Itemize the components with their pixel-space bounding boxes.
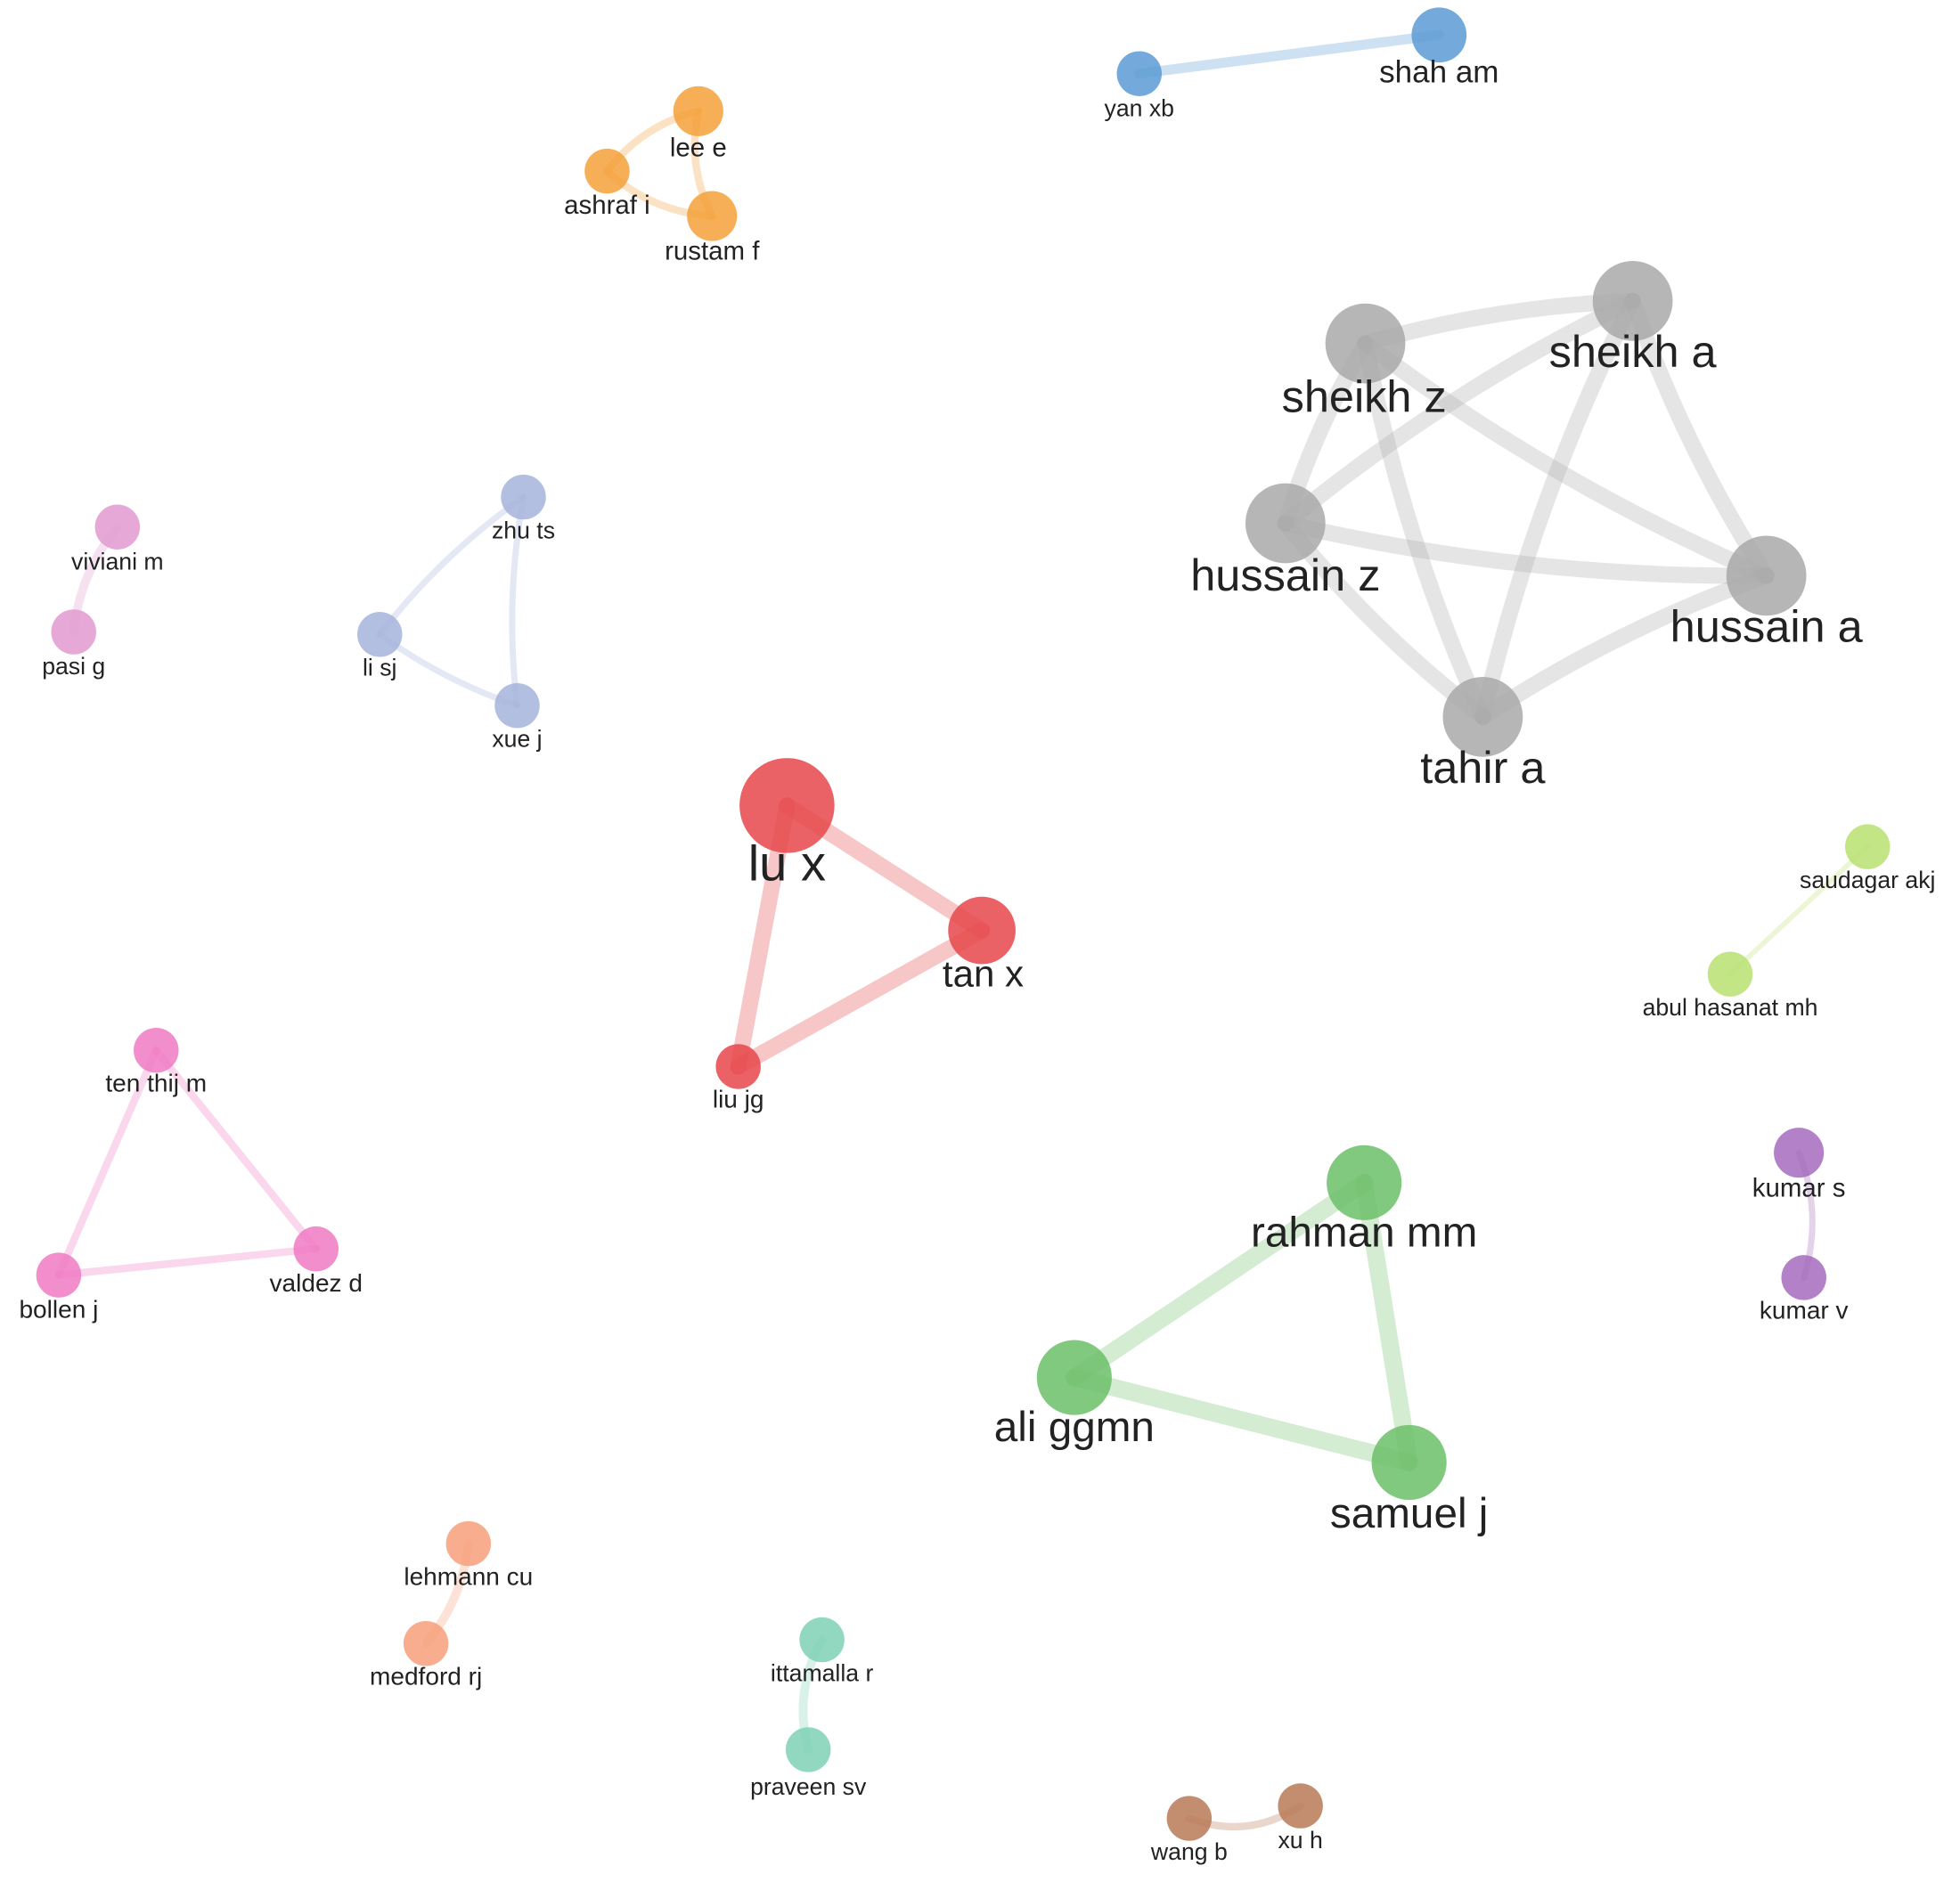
node-label-ittamalla-r: ittamalla r xyxy=(771,1659,874,1686)
edge-ali_ggmn-samuel_j xyxy=(1066,1368,1418,1471)
node-praveen-sv[interactable] xyxy=(785,1727,831,1772)
node-ten-thij-m[interactable] xyxy=(134,1027,179,1073)
node-label-wang-b: wang b xyxy=(1150,1838,1228,1865)
node-tan-x[interactable] xyxy=(948,896,1016,965)
node-saudagar-akj[interactable] xyxy=(1845,824,1891,869)
edge-ten_thij_m-bollen_j xyxy=(54,1047,160,1279)
node-liu-jg[interactable] xyxy=(715,1044,761,1089)
edge-tan_x-liu_jg xyxy=(730,922,991,1075)
node-label-xu-h: xu h xyxy=(1278,1827,1322,1853)
node-label-liu-jg: liu jg xyxy=(713,1086,764,1113)
node-label-shah-am: shah am xyxy=(1379,55,1499,90)
node-pasi-g[interactable] xyxy=(51,609,96,655)
node-label-abul-hasanat-mh: abul hasanat mh xyxy=(1643,994,1818,1021)
node-zhu-ts[interactable] xyxy=(501,474,546,520)
node-label-ashraf-i: ashraf i xyxy=(564,191,650,220)
node-bollen-j[interactable] xyxy=(36,1252,82,1298)
node-label-hussain-a: hussain a xyxy=(1670,601,1864,652)
node-label-tan-x: tan x xyxy=(943,953,1024,995)
node-label-sheikh-z: sheikh z xyxy=(1282,371,1447,422)
node-yan-xb[interactable] xyxy=(1116,51,1163,96)
edge-ten_thij_m-valdez_d xyxy=(152,1047,320,1253)
edge-sheikh_a-hussain_a xyxy=(1624,292,1775,584)
edge-hussain_a-tahir_a xyxy=(1474,567,1775,725)
node-label-rustam-f: rustam f xyxy=(665,237,760,266)
node-label-hussain-z: hussain z xyxy=(1190,550,1380,600)
node-label-kumar-s: kumar s xyxy=(1752,1173,1846,1202)
node-ittamalla-r[interactable] xyxy=(799,1617,845,1663)
node-medford-rj[interactable] xyxy=(403,1621,449,1666)
node-label-viviani-m: viviani m xyxy=(71,548,164,574)
node-label-ali-ggmn: ali ggmn xyxy=(994,1404,1155,1451)
node-ashraf-i[interactable] xyxy=(584,148,630,194)
node-li-sj[interactable] xyxy=(357,612,403,657)
node-label-zhu-ts: zhu ts xyxy=(492,517,555,543)
edge-rahman_mm-ali_ggmn xyxy=(1066,1174,1373,1387)
node-kumar-v[interactable] xyxy=(1781,1255,1826,1300)
node-sheikh-a[interactable] xyxy=(1592,261,1673,341)
node-shah-am[interactable] xyxy=(1411,7,1467,63)
node-rustam-f[interactable] xyxy=(687,191,738,241)
node-abul-hasanat-mh[interactable] xyxy=(1707,951,1753,997)
node-samuel-j[interactable] xyxy=(1371,1424,1447,1501)
node-label-ten-thij-m: ten thij m xyxy=(105,1069,207,1096)
edge-hussain_z-hussain_a xyxy=(1277,515,1775,584)
node-label-valdez-d: valdez d xyxy=(270,1269,363,1297)
node-tahir-a[interactable] xyxy=(1442,676,1523,757)
node-label-praveen-sv: praveen sv xyxy=(750,1773,867,1800)
node-lee-e[interactable] xyxy=(673,86,723,136)
node-label-lehmann-cu: lehmann cu xyxy=(404,1562,533,1590)
node-label-lu-x: lu x xyxy=(748,835,826,892)
node-xu-h[interactable] xyxy=(1278,1783,1323,1829)
node-label-kumar-v: kumar v xyxy=(1760,1297,1849,1324)
node-label-li-sj: li sj xyxy=(363,655,396,681)
node-label-yan-xb: yan xb xyxy=(1105,94,1174,121)
node-label-rahman-mm: rahman mm xyxy=(1251,1209,1477,1256)
edge-sheikh_z-tahir_a xyxy=(1357,335,1491,725)
node-sheikh-z[interactable] xyxy=(1325,303,1406,384)
node-viviani-m[interactable] xyxy=(94,504,141,550)
node-label-lee-e: lee e xyxy=(670,133,727,162)
node-lehmann-cu[interactable] xyxy=(445,1520,492,1567)
edge-li_sj-xue_j xyxy=(376,631,521,709)
node-xue-j[interactable] xyxy=(494,682,540,729)
node-label-pasi-g: pasi g xyxy=(42,653,105,680)
edge-yan_xb-shah_am xyxy=(1134,29,1444,79)
edge-zhu_ts-xue_j xyxy=(509,493,527,709)
node-label-sheikh-a: sheikh a xyxy=(1549,326,1718,377)
edge-sheikh_a-tahir_a xyxy=(1474,292,1641,725)
node-hussain-z[interactable] xyxy=(1245,483,1326,564)
node-valdez-d[interactable] xyxy=(293,1226,339,1272)
edge-bollen_j-valdez_d xyxy=(54,1244,320,1279)
node-label-samuel-j: samuel j xyxy=(1330,1490,1488,1537)
node-kumar-s[interactable] xyxy=(1774,1128,1825,1178)
node-label-saudagar-akj: saudagar akj xyxy=(1800,867,1935,893)
node-ali-ggmn[interactable] xyxy=(1036,1340,1112,1415)
node-label-xue-j: xue j xyxy=(492,725,542,752)
node-rahman-mm[interactable] xyxy=(1327,1145,1402,1220)
node-wang-b[interactable] xyxy=(1166,1796,1213,1841)
node-label-medford-rj: medford rj xyxy=(370,1663,482,1691)
node-lu-x[interactable] xyxy=(739,758,835,853)
edge-saudagar_akj-abul_hasanat_mh xyxy=(1727,843,1871,977)
network-nodes xyxy=(36,7,1891,1841)
edge-sheikh_z-hussain_a xyxy=(1357,335,1775,584)
node-hussain-a[interactable] xyxy=(1726,535,1807,616)
edge-sheikh_a-hussain_z xyxy=(1277,292,1641,532)
node-label-tahir-a: tahir a xyxy=(1420,742,1546,793)
network-labels: sheikh a sheikh z hussain z hussain a tahir … xyxy=(19,55,1935,1865)
edge-zhu_ts-li_sj xyxy=(376,493,527,638)
node-label-bollen-j: bollen j xyxy=(19,1295,98,1323)
